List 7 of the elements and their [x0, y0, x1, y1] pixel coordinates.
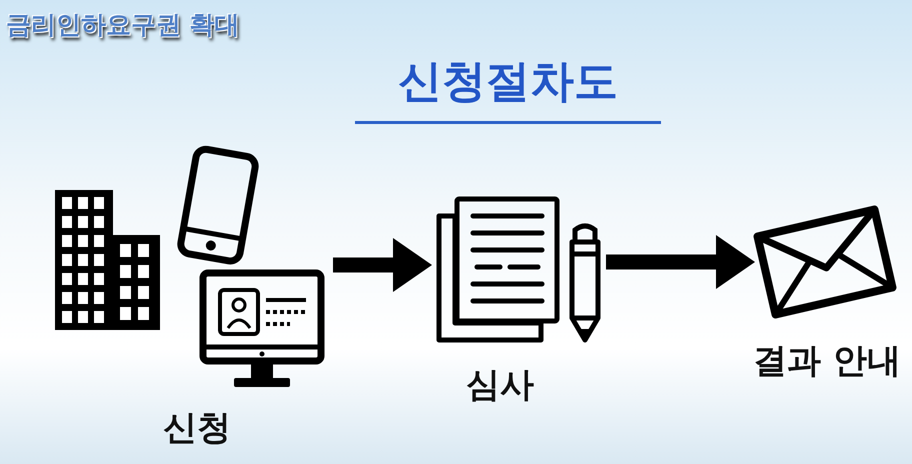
- banner-text: 금리인하요구권 확대: [6, 9, 240, 41]
- step-label: 심사: [465, 364, 535, 407]
- heading: 신청절차도: [397, 55, 619, 109]
- arrow: [333, 238, 432, 292]
- step-label: 결과 안내: [752, 340, 902, 383]
- step-label: 신청: [162, 407, 232, 450]
- arrow: [606, 235, 755, 289]
